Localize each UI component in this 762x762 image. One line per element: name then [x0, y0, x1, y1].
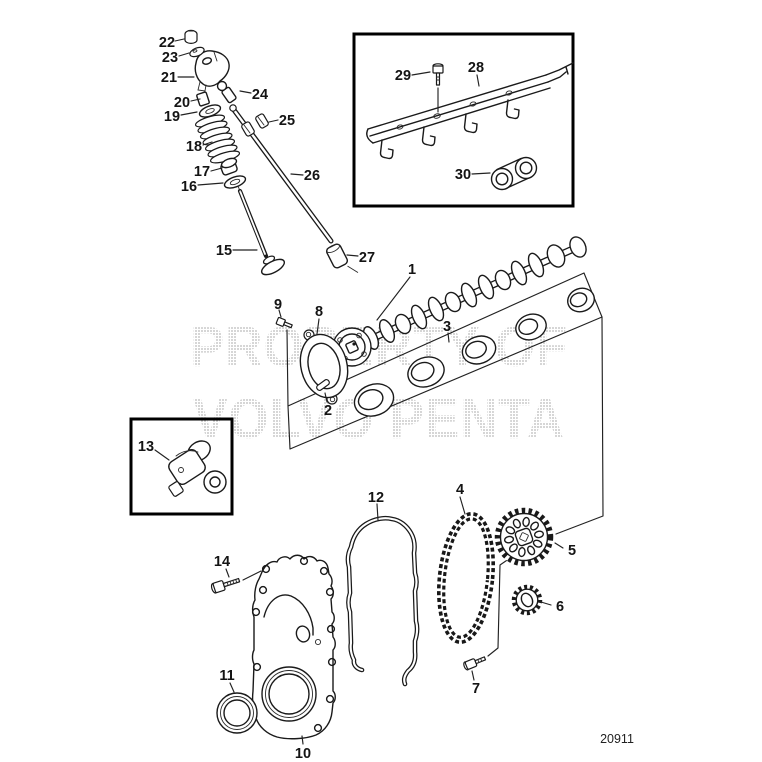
part-3-bearings [353, 287, 595, 417]
part-29-bolt [432, 63, 444, 113]
callout-5: 5 [568, 543, 576, 559]
part-8-thrust-plate [299, 329, 349, 405]
cover-bolt-holes [251, 556, 337, 733]
callout-12: 12 [368, 490, 384, 506]
part-2-key [316, 379, 330, 391]
callout-23: 23 [162, 50, 178, 66]
callout-2: 2 [324, 403, 332, 419]
bearing [515, 313, 547, 341]
part-25-valve-keepers [241, 113, 269, 137]
sprocket-lightening-holes [503, 516, 545, 558]
part-12-gasket [345, 515, 420, 687]
part-24-adjuster-stud [216, 80, 237, 104]
bracket-hooks [379, 99, 520, 160]
callout-10: 10 [295, 746, 311, 762]
part-19-spring-retainer-upper [198, 104, 222, 118]
callout-leaders [154, 38, 564, 745]
callout-24: 24 [252, 87, 268, 103]
callout-9: 9 [274, 297, 282, 313]
callout-30: 30 [455, 167, 471, 183]
watermark-line-1: PROPERTY OF [190, 315, 568, 379]
part-13-sensor [168, 440, 227, 497]
callout-11: 11 [219, 668, 234, 684]
callout-28: 28 [468, 60, 484, 76]
bearing [567, 287, 595, 313]
inset-box-top-right [352, 32, 575, 208]
callout-22: 22 [159, 35, 175, 51]
callout-25: 25 [279, 113, 295, 129]
part-20-spacer-block [196, 91, 210, 107]
callout-6: 6 [556, 599, 564, 615]
part-18-valve-spring [194, 114, 241, 164]
bearing [353, 383, 395, 417]
part-16-valve-seal-washer [223, 175, 247, 189]
part-9-bolt [275, 316, 293, 329]
callout-15: 15 [216, 243, 232, 259]
part-7-bolt [463, 656, 487, 671]
callout-1: 1 [408, 262, 416, 278]
part-15-valve [237, 185, 286, 276]
drawing-number: 20911 [600, 732, 634, 746]
part-14-bolt [210, 577, 241, 594]
callout-29: 29 [395, 68, 411, 84]
part-28-baffle-bracket [366, 62, 574, 160]
callout-19: 19 [164, 109, 180, 125]
callout-20: 20 [174, 95, 190, 111]
callout-3: 3 [443, 319, 451, 335]
part-11-seal [216, 692, 258, 734]
callout-14: 14 [214, 554, 230, 570]
valve-train-group [184, 29, 359, 276]
part-27-tappet [326, 243, 359, 273]
callout-13: 13 [138, 439, 154, 455]
part-10-timing-cover [251, 554, 337, 740]
part-23-washer [189, 46, 205, 58]
camshaft-group [275, 236, 587, 405]
part-30-spacer-link [490, 156, 538, 191]
part-1-camshaft-lobes [356, 236, 587, 350]
callout-16: 16 [181, 179, 197, 195]
callout-7: 7 [472, 681, 480, 697]
callout-26: 26 [304, 168, 320, 184]
callout-4: 4 [456, 482, 464, 498]
callout-21: 21 [161, 70, 177, 86]
bearing [407, 356, 445, 388]
callout-17: 17 [194, 164, 210, 180]
part-6-crankshaft-sprocket [511, 584, 543, 616]
callout-27: 27 [359, 250, 375, 266]
callout-labels: 1 2 3 4 5 6 7 8 9 10 11 12 13 14 15 16 1… [138, 35, 576, 762]
part-17-spring-retainer-lower [220, 157, 238, 176]
part-22-nut [184, 29, 198, 44]
callout-18: 18 [186, 139, 202, 155]
callout-8: 8 [315, 304, 323, 320]
bearing [461, 335, 497, 365]
inset-box-left [129, 417, 234, 516]
part-21-rocker-arm [194, 50, 230, 92]
part-4-timing-chain [436, 511, 496, 645]
part-5-camshaft-sprocket [494, 507, 554, 567]
